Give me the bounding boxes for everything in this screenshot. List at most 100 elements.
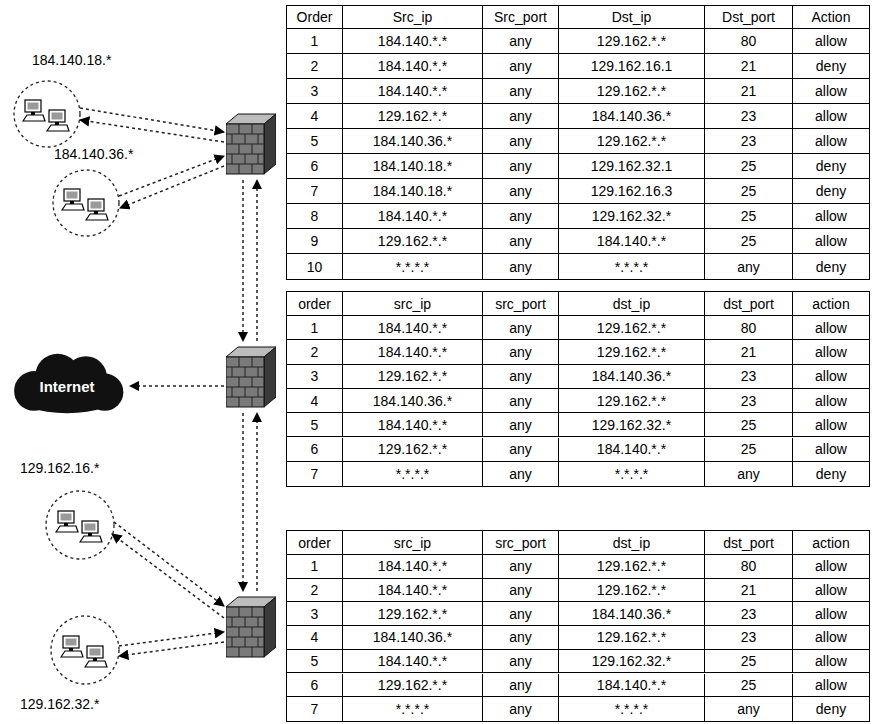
table-value: any [509,158,532,174]
table-cell: 8 [287,204,343,229]
table-cell: deny [793,179,869,204]
host-group: 184.140.18.* [10,52,122,152]
table-value: allow [815,320,847,336]
column-header: Action [812,9,851,25]
table-cell: 6 [287,674,343,698]
table-cell: 21 [705,54,793,79]
table-header-cell: Dst_ip [559,6,705,29]
table-value: 184.140.*.* [597,441,666,457]
dashed-link [130,385,224,387]
dashed-link [242,180,244,341]
table-cell: 1 [287,555,343,579]
table-cell: any [483,555,559,579]
table-cell: 129.162.*.* [559,29,705,54]
column-header: src_port [495,535,546,551]
table-value: 129.162.*.* [378,441,447,457]
table-value: any [509,653,532,669]
table-value: any [509,133,532,149]
table-cell: allow [793,650,869,674]
table-cell: 184.140.*.* [343,340,483,364]
table-cell: allow [793,438,869,462]
table-cell: 129.162.16.1 [559,54,705,79]
table-cell: allow [793,129,869,154]
table-value: allow [815,344,847,360]
table-value: 184.140.36.* [373,133,452,149]
table-cell: 10 [287,254,343,279]
table-value: any [509,466,532,482]
table-value: 184.140.*.* [597,677,666,693]
table-value: allow [815,393,847,409]
table-value: 184.140.*.* [378,582,447,598]
table-cell: allow [793,29,869,54]
table-header-cell: src_port [483,292,559,316]
table-cell: 129.162.*.* [559,340,705,364]
table-cell: 3 [287,602,343,626]
table-cell: deny [793,154,869,179]
table-cell: *.*.*.* [343,697,483,721]
table-cell: 184.140.*.* [343,316,483,340]
table-value: 23 [741,629,757,645]
table-cell: any [483,602,559,626]
table-cell: 23 [705,129,793,154]
table-value: allow [815,582,847,598]
table-cell: 2 [287,54,343,79]
table-cell: allow [793,555,869,579]
table-value: 184.140.36.* [592,108,671,124]
table-header-cell: action [793,292,869,316]
table-header-cell: action [793,531,869,555]
table-cell: any [483,254,559,279]
table-cell: 4 [287,389,343,413]
table-value: 25 [741,208,757,224]
table-cell: 184.140.*.* [343,555,483,579]
table-value: any [737,259,760,275]
table-cell: 25 [705,229,793,254]
table-cell: any [483,365,559,389]
column-header: dst_port [723,296,774,312]
table-value: *.*.*.* [396,701,429,717]
table-value: *.*.*.* [615,259,648,275]
column-header: action [812,535,849,551]
table-value: 184.140.*.* [378,58,447,74]
table-cell: deny [793,462,869,486]
table-cell: deny [793,697,869,721]
table-cell: *.*.*.* [559,254,705,279]
table-value: 1 [311,558,319,574]
group-label: 129.162.32.* [20,696,128,713]
table-value: 184.140.36.* [373,629,452,645]
table-value: 8 [311,208,319,224]
table-value: 184.140.36.* [373,393,452,409]
table-cell: 21 [705,579,793,603]
dashed-link [120,166,224,208]
table-cell: 4 [287,104,343,129]
firewall-icon [226,114,276,174]
table-cell: 80 [705,316,793,340]
table-value: 184.140.*.* [378,344,447,360]
table-cell: 129.162.*.* [559,626,705,650]
table-cell: 184.140.*.* [343,29,483,54]
table-cell: allow [793,79,869,104]
table-cell: any [483,674,559,698]
table-value: 25 [741,158,757,174]
table-cell: 129.162.*.* [343,365,483,389]
table-cell: allow [793,413,869,437]
table-cell: 1 [287,316,343,340]
table-value: 7 [311,466,319,482]
table-value: any [509,441,532,457]
table-cell: any [483,129,559,154]
table-value: 6 [311,158,319,174]
table-cell: any [483,438,559,462]
table-value: any [509,629,532,645]
table-value: 3 [311,83,319,99]
table-value: any [509,344,532,360]
table-cell: any [483,204,559,229]
table-value: 129.162.*.* [378,233,447,249]
table-value: 184.140.18.* [373,183,452,199]
table-cell: 184.140.*.* [343,54,483,79]
table-value: allow [815,606,847,622]
table-value: 5 [311,653,319,669]
table-cell: *.*.*.* [343,462,483,486]
dashed-link [80,108,224,132]
table-value: 184.140.*.* [378,208,447,224]
column-header: order [298,535,331,551]
